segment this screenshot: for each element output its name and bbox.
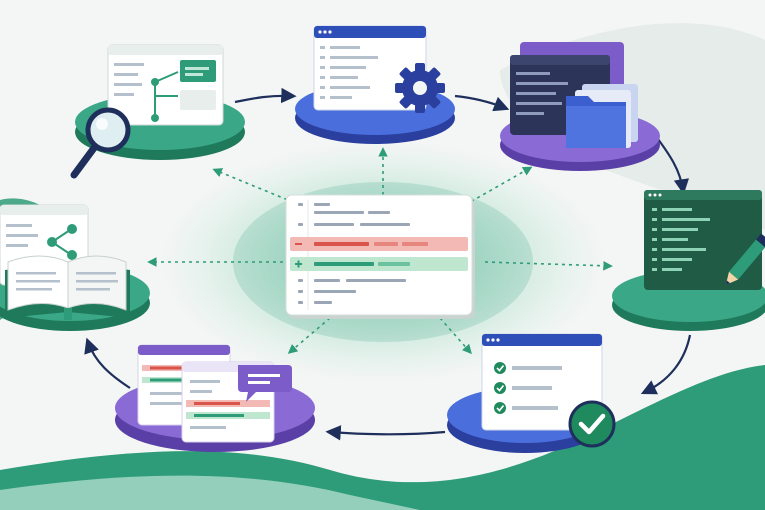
code-diff-panel [285, 194, 475, 319]
comment-icon [238, 365, 292, 402]
background-wave-bottom-light [0, 475, 420, 510]
node-documentation [0, 204, 150, 331]
node-code-review [70, 44, 245, 179]
minus-icon [295, 243, 302, 245]
node-code-editing [612, 190, 765, 331]
node-code-files [500, 42, 660, 171]
background-wave-bottom [0, 365, 765, 510]
folder-icon [566, 84, 638, 148]
node-settings-config [295, 25, 455, 144]
node-diff-comparison [115, 344, 315, 452]
gear-icon [395, 63, 445, 113]
diff-added-line [290, 257, 468, 271]
node-tests-passed [447, 333, 616, 453]
plus-icon [295, 260, 302, 268]
open-book-icon [5, 255, 130, 320]
checkmark-icon [568, 400, 616, 448]
magnifier-icon [70, 107, 131, 179]
pencil-icon [725, 233, 765, 285]
diff-removed-line [290, 237, 468, 251]
